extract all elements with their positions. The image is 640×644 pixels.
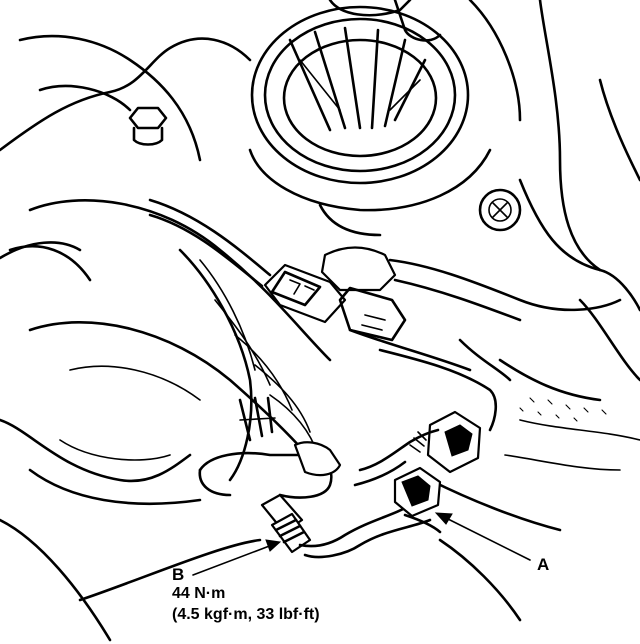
callout-label-b: B bbox=[172, 565, 185, 584]
wiring-harness bbox=[148, 198, 622, 432]
leader-lines bbox=[192, 512, 531, 576]
callout-label-a: A bbox=[537, 555, 550, 574]
torque-spec-nm: 44 N·m bbox=[172, 585, 226, 602]
oxygen-sensor bbox=[260, 493, 432, 559]
sensor-bracket bbox=[198, 396, 342, 499]
electrical-connector bbox=[263, 246, 407, 342]
circular-housing bbox=[248, 0, 522, 237]
connector-a bbox=[353, 410, 482, 534]
mounting-bolt bbox=[128, 106, 168, 146]
torque-spec-alt-units: (4.5 kgf·m, 33 lbf·ft) bbox=[172, 606, 320, 623]
